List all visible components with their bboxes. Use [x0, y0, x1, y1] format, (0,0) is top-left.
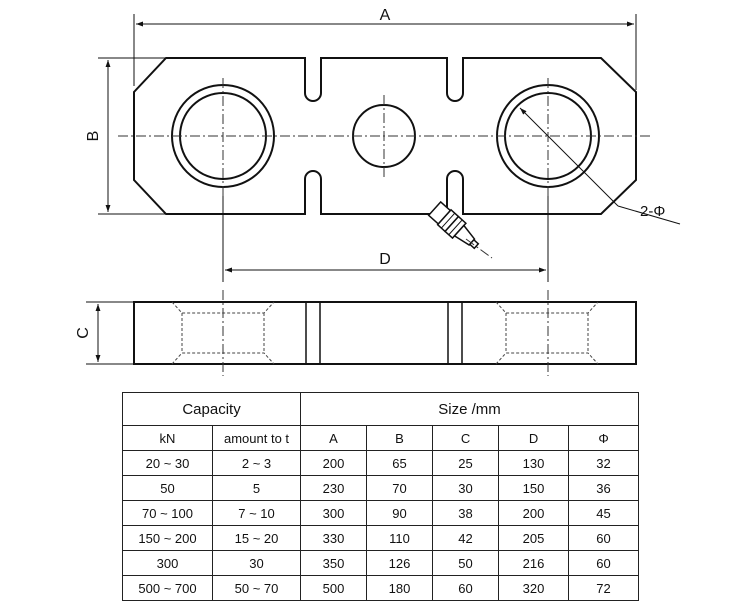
table-cell: 65 [366, 450, 434, 476]
table-cell: 300 [122, 550, 213, 576]
table-cell: 70 ~ 100 [122, 500, 213, 526]
table-cell: 320 [498, 575, 570, 601]
top-view [118, 57, 652, 259]
technical-drawing: A B D 2-Φ [75, 7, 681, 376]
table-cell: 7 ~ 10 [211, 500, 302, 526]
table-cell: 42 [432, 525, 500, 551]
dimension-c-label: C [75, 327, 92, 339]
dimension-b-label: B [85, 131, 102, 142]
table-cell: 500 ~ 700 [122, 575, 213, 601]
table-cell: 60 [568, 550, 640, 576]
table-cell: 38 [432, 500, 500, 526]
table-cell: 200 [498, 500, 570, 526]
side-view [133, 290, 637, 376]
dimension-b [98, 57, 166, 215]
table-cell: 330 [300, 525, 368, 551]
column-header: B [366, 425, 434, 451]
table-cell: 50 [122, 475, 213, 501]
table-cell: 30 [211, 550, 302, 576]
table-cell: 350 [300, 550, 368, 576]
table-cell: 45 [568, 500, 640, 526]
table-cell: 70 [366, 475, 434, 501]
dimension-a-label: A [380, 7, 391, 24]
table-cell: 150 [498, 475, 570, 501]
dimension-d [222, 196, 549, 282]
table-cell: 60 [568, 525, 640, 551]
table-cell: 216 [498, 550, 570, 576]
table-cell: 90 [366, 500, 434, 526]
table-cell: 5 [211, 475, 302, 501]
table-cell: 110 [366, 525, 434, 551]
diameter-label: 2-Φ [640, 203, 665, 220]
table-cell: 126 [366, 550, 434, 576]
dimension-a [133, 14, 637, 90]
table-cell: 25 [432, 450, 500, 476]
diameter-leader [519, 107, 681, 225]
column-header: amount to t [211, 425, 302, 451]
table-cell: 200 [300, 450, 368, 476]
column-header: A [300, 425, 368, 451]
table-cell: 230 [300, 475, 368, 501]
table-cell: 50 [432, 550, 500, 576]
cable-connector [427, 200, 480, 250]
table-cell: 2 ~ 3 [211, 450, 302, 476]
table-cell: 50 ~ 70 [211, 575, 302, 601]
column-header: C [432, 425, 500, 451]
table-cell: 32 [568, 450, 640, 476]
table-cell: 130 [498, 450, 570, 476]
centerlines [118, 78, 652, 196]
column-header: Φ [568, 425, 640, 451]
table-cell: 30 [432, 475, 500, 501]
table-cell: 15 ~ 20 [211, 525, 302, 551]
column-header-row: kN amount to t A B C D Φ [122, 425, 640, 451]
dimension-c [86, 301, 134, 365]
table-cell: 36 [568, 475, 640, 501]
size-header: Size /mm [300, 392, 640, 426]
table-cell: 300 [300, 500, 368, 526]
table-cell: 205 [498, 525, 570, 551]
table-cell: 500 [300, 575, 368, 601]
column-header: kN [122, 425, 213, 451]
table-cell: 60 [432, 575, 500, 601]
specification-table: Capacity Size /mm kN amount to t A B C D… [121, 392, 640, 601]
column-header: D [498, 425, 570, 451]
table-cell: 72 [568, 575, 640, 601]
table-cell: 150 ~ 200 [122, 525, 213, 551]
capacity-header: Capacity [121, 392, 302, 426]
side-body [133, 301, 637, 365]
dimension-d-label: D [379, 251, 391, 268]
table-cell: 180 [366, 575, 434, 601]
table-cell: 20 ~ 30 [122, 450, 213, 476]
